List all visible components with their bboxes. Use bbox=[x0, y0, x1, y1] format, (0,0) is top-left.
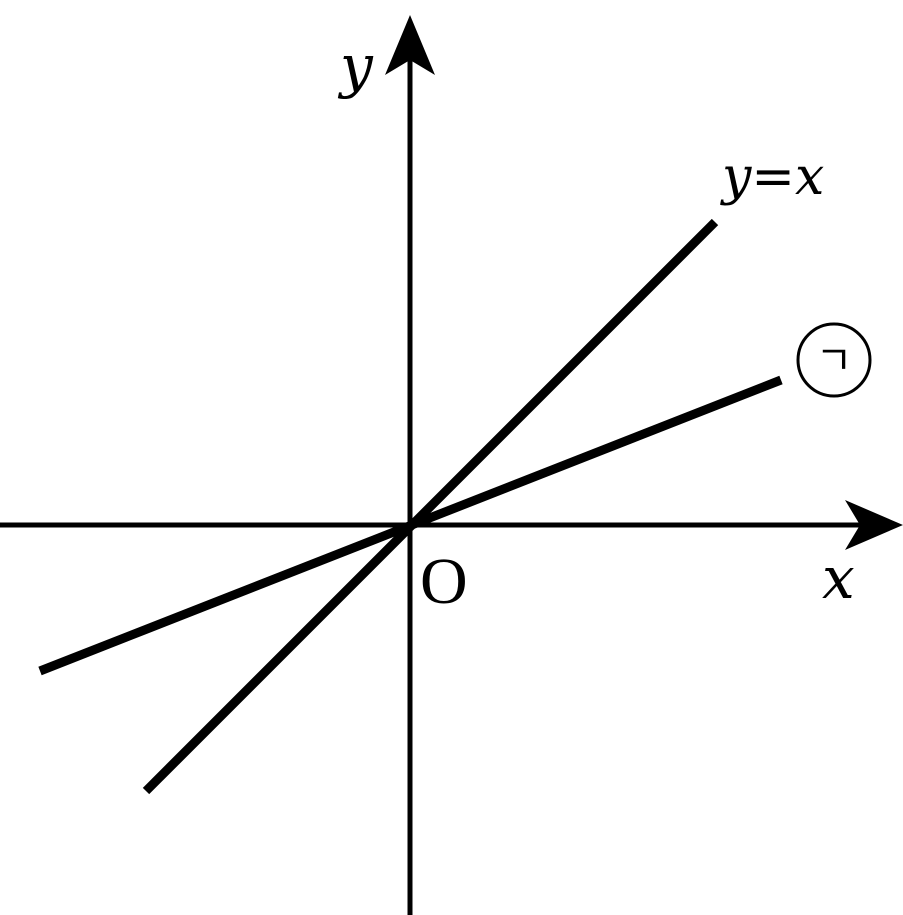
origin-label: O bbox=[420, 545, 468, 618]
line-y-equals-x-label-right: x bbox=[795, 147, 824, 207]
y-axis-label: y bbox=[337, 32, 374, 100]
line-y-equals-x bbox=[142, 218, 719, 795]
x-axis-label: x bbox=[822, 544, 855, 612]
line-y-equals-x-label-left: y bbox=[720, 147, 752, 207]
marker-circle-icon bbox=[796, 322, 872, 398]
line-y-equals-x-label-eq: = bbox=[751, 147, 795, 207]
x-axis-arrow-icon bbox=[845, 500, 903, 550]
line-y-equals-x-label: y=x bbox=[720, 147, 824, 207]
line-giyeok-marker: ㄱ bbox=[796, 322, 872, 398]
marker-text: ㄱ bbox=[816, 338, 853, 384]
line-giyeok bbox=[38, 375, 783, 676]
y-axis-arrow-icon bbox=[385, 15, 435, 75]
